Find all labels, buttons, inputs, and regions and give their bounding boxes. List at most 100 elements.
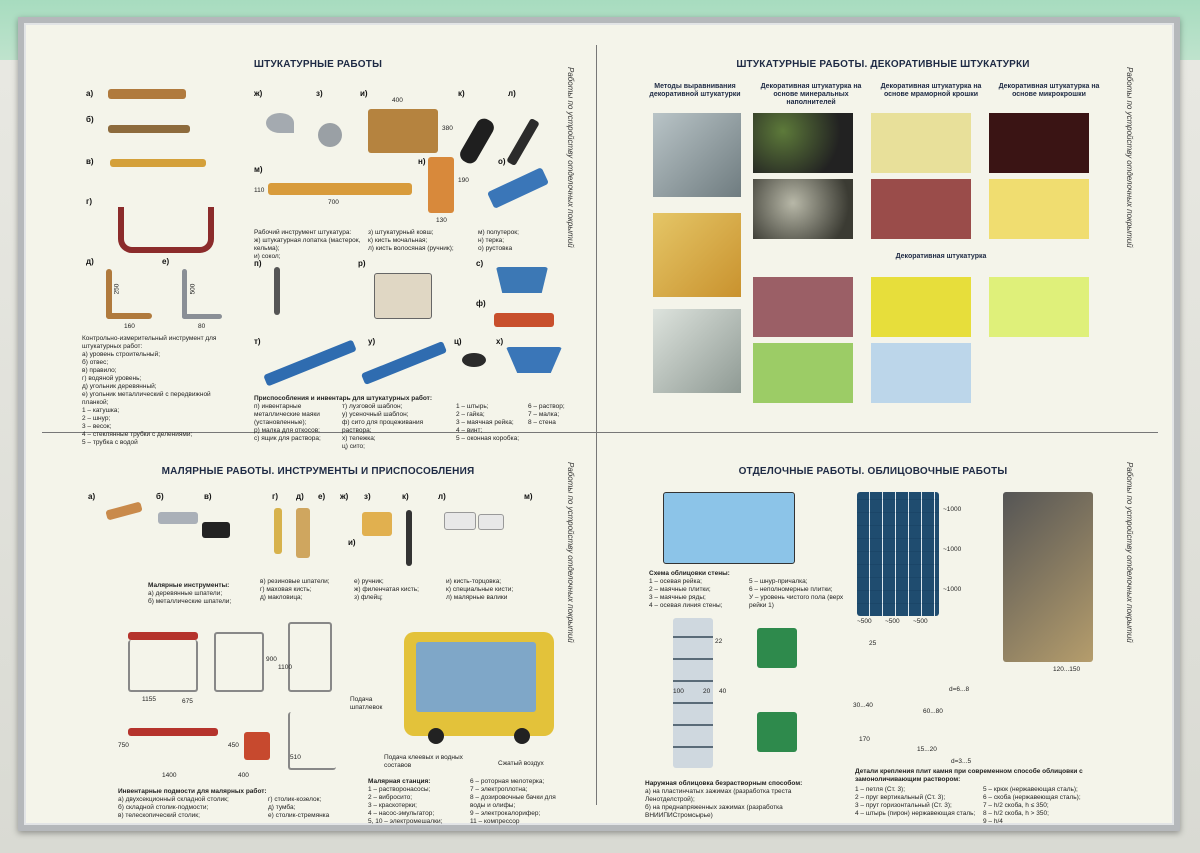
swatch-micro-brown: [989, 113, 1089, 173]
dim-15-20: 15...20: [917, 746, 937, 753]
dim-675: 675: [182, 698, 193, 705]
dim-25: 25: [869, 640, 877, 647]
maklovitsa-icon: [296, 508, 310, 558]
painting-side-caption: Работы по устройству отделочных покрытий: [566, 462, 575, 643]
dim-500b: ~500: [885, 618, 900, 625]
dim-1000c: ~1000: [943, 586, 962, 593]
paint-letter-b: б): [156, 492, 164, 501]
swatch-marble-red: [871, 179, 971, 239]
paint-tools-title: Малярные инструменты:: [148, 582, 230, 589]
letter-f: ф): [476, 299, 486, 308]
grater-icon: [428, 157, 454, 213]
letter-n: н): [418, 157, 426, 166]
micro-caption: Декоративная штукатурка на основе микрок…: [998, 83, 1100, 98]
dim-1000a: ~1000: [943, 506, 962, 513]
letter-i: и): [360, 89, 368, 98]
dim-1100: 1100: [278, 664, 292, 671]
painting-title: МАЛЯРНЫЕ РАБОТЫ. ИНСТРУМЕНТЫ И ПРИСПОСОБ…: [161, 466, 475, 477]
scaffold-a-top: [128, 632, 198, 640]
decor-caption: Декоративная штукатурка: [895, 253, 987, 260]
roller2-icon: [478, 514, 504, 530]
swatch-decor-green: [753, 343, 853, 403]
mortar-box-icon: [496, 267, 548, 293]
letter-e: е): [162, 257, 170, 266]
dim-900: 900: [266, 656, 277, 663]
fixtures-col2: т) лузговой шаблон; у) усеночный шаблон;…: [342, 403, 424, 450]
paint-tools-col4: и) кисть-торцовка; к) специальные кисти;…: [446, 578, 514, 601]
mineral-caption: Декоративная штукатурка на основе минера…: [760, 83, 862, 106]
rubber-spatula-icon: [202, 522, 230, 538]
letter-p: п): [254, 259, 262, 268]
wood-square-h: [106, 313, 152, 319]
stool-icon: [244, 732, 270, 760]
details-col1: 1 – петля (Ст. 3); 2 – пруг вертикальный…: [855, 786, 976, 817]
water-level-tool: [118, 207, 214, 253]
scheme-title: Схема облицовки стены:: [649, 570, 730, 577]
clamp-3d-b-icon: [757, 712, 797, 752]
trowel-photo: [653, 309, 741, 393]
rule-tool: [110, 159, 206, 167]
worker-tools-col1: Рабочий инструмент штукатура: ж) штукату…: [254, 229, 361, 260]
paint-letter-zh: ж): [340, 492, 349, 501]
paint-tools-col2: в) резиновые шпатели; г) маховая кисть; …: [260, 578, 330, 601]
dim-500a: ~500: [857, 618, 872, 625]
rustication-icon: [487, 167, 549, 209]
vertical-divider: [596, 45, 597, 805]
dim-1155: 1155: [142, 696, 156, 703]
quadrant-cladding: ОТДЕЛОЧНЫЕ РАБОТЫ. ОБЛИЦОВОЧНЫЕ РАБОТЫ Р…: [633, 442, 1143, 825]
quadrant-decorative-plaster: ШТУКАТУРНЫЕ РАБОТЫ. ДЕКОРАТИВНЫЕ ШТУКАТУ…: [633, 47, 1143, 425]
trestle-top: [128, 728, 218, 736]
paint-station-interior: [416, 642, 536, 712]
details-title: Детали крепления плит камня при современ…: [855, 768, 1083, 783]
worker-tools-col3: м) полутерок; н) терка; о) рустовка: [478, 229, 519, 252]
wall-scheme-diagram: [663, 492, 795, 564]
dim-400-stool: 400: [238, 772, 249, 779]
dim-500: 500: [189, 283, 197, 295]
outer-cladding-b: б) на преднапряженных зажимах (разработк…: [645, 804, 783, 819]
feed-putty-label: Подача шпатлевок: [350, 696, 383, 711]
dim-400: 400: [392, 97, 403, 104]
decorative-side-caption: Работы по устройству отделочных покрытий: [1125, 67, 1134, 248]
outer-cladding-a: а) на пластинчатых зажимах (разработка т…: [645, 788, 792, 803]
wood-spatula-icon: [105, 501, 143, 521]
sieve-frame-icon: [494, 313, 554, 327]
letter-ts: ц): [454, 337, 462, 346]
dim-20: 20: [703, 688, 711, 695]
paint-letter-a: а): [88, 492, 96, 501]
roller-icon: [444, 512, 476, 530]
stone-wall-3d-diagram: [1003, 492, 1093, 662]
details-col2: 5 – крюк (нержавеющая сталь); 6 – скоба …: [983, 786, 1081, 825]
swatch-marble-cream: [871, 113, 971, 173]
flute-brush-icon: [362, 512, 392, 536]
trowel-icon: [266, 113, 294, 133]
scaffold-v-frame: [288, 622, 332, 692]
dim-120-150: 120...150: [1053, 666, 1081, 673]
letter-m: м): [254, 165, 263, 174]
sieve-icon: [462, 353, 486, 367]
cart-icon: [506, 347, 562, 373]
fixtures-col1: п) инвентарные металлические маяки (уста…: [254, 403, 321, 442]
metal-square-h: [182, 314, 222, 319]
control-tools-legend: Контрольно-измерительный инструмент для …: [82, 335, 217, 446]
roller-photo: [653, 113, 741, 197]
grid-cladding-diagram: [857, 492, 939, 616]
worker-tools-col2: з) штукатурный ковш; к) кисть мочальная;…: [368, 229, 454, 252]
poster-frame: ШТУКАТУРНЫЕ РАБОТЫ Работы по устройству …: [18, 17, 1180, 831]
scaffold-col1: а) двухсекционный складной столик; б) ск…: [118, 796, 229, 819]
dim-700: 700: [328, 199, 339, 206]
wheel-left-icon: [428, 728, 444, 744]
methods-caption: Методы выравнивания декоративной штукату…: [649, 83, 741, 98]
swatch-decor-blue: [871, 343, 971, 403]
horizontal-divider: [42, 432, 1158, 433]
scheme-col2: 5 – шнур-причалка; 6 – неполномерные пли…: [749, 578, 844, 609]
dim-60-80: 60...80: [923, 708, 943, 715]
dim-30-40: 30...40: [853, 702, 873, 709]
letter-l: л): [508, 89, 516, 98]
letter-b: б): [86, 115, 94, 124]
feed-glue-label: Подача клеевых и водных составов: [384, 754, 463, 769]
cladding-side-caption: Работы по устройству отделочных покрытий: [1125, 462, 1134, 643]
letter-kh: х): [496, 337, 504, 346]
dim-190: 190: [458, 177, 469, 184]
swatch-mineral-green: [753, 113, 853, 173]
plumb-tool: [108, 125, 190, 133]
